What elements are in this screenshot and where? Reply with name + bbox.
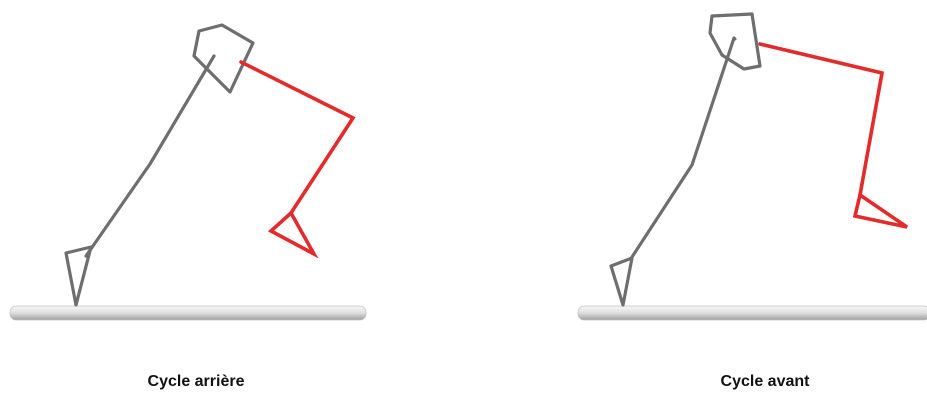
foot-right bbox=[611, 258, 632, 305]
moving-leg-left bbox=[241, 62, 353, 254]
panel-cycle-avant bbox=[578, 14, 927, 320]
reference-leg-left bbox=[66, 25, 253, 305]
ground-bar-right bbox=[578, 306, 927, 320]
moving-thigh-shin-left bbox=[241, 62, 353, 213]
moving-thigh-shin-right bbox=[760, 44, 882, 195]
hip-segment-left bbox=[194, 25, 253, 92]
reference-leg-right bbox=[611, 14, 760, 305]
panel-cycle-arriere bbox=[10, 25, 366, 320]
ground-bar-left bbox=[10, 306, 366, 320]
hip-segment-right bbox=[710, 14, 760, 69]
hip-joint-dot-right bbox=[734, 38, 737, 41]
caption-cycle-arriere: Cycle arrière bbox=[148, 373, 245, 391]
moving-leg-right bbox=[760, 44, 907, 227]
foot-left bbox=[66, 247, 91, 305]
thigh-shin-line-right bbox=[632, 38, 734, 257]
moving-foot-right bbox=[855, 195, 907, 227]
caption-cycle-avant: Cycle avant bbox=[721, 373, 810, 391]
thigh-shin-line-left bbox=[86, 56, 214, 256]
hip-joint-dot-left bbox=[213, 55, 216, 58]
moving-foot-left bbox=[271, 213, 314, 254]
